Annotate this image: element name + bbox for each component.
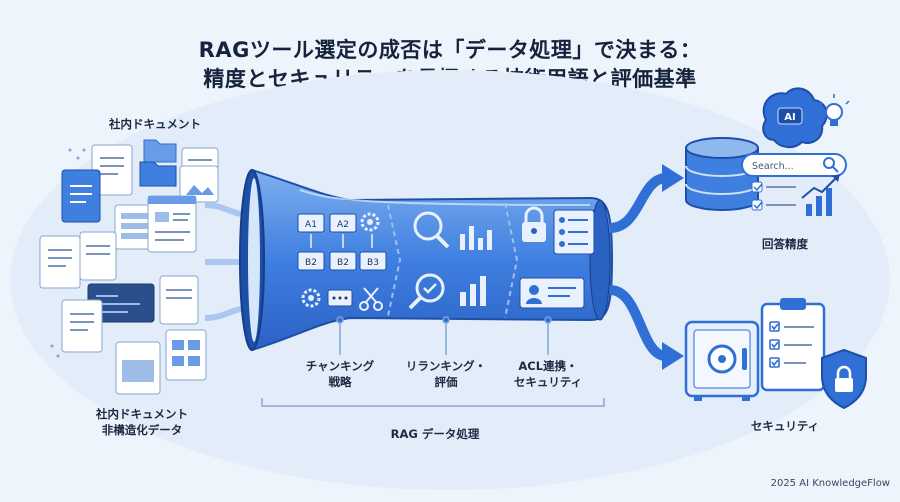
chunk-tag-text: B3	[367, 258, 379, 268]
acl-stage	[519, 206, 595, 309]
shield-lock-icon	[821, 348, 867, 410]
search-placeholder-text: Search...	[752, 161, 794, 172]
docs-label: 社内ドキュメント	[109, 117, 201, 131]
stage-chunking-line-2: 戦略	[328, 375, 352, 389]
unstructured-label-line-1: 社内ドキュメント	[96, 407, 188, 421]
chunk-tile: A1	[297, 213, 325, 233]
magnifier-icon	[413, 211, 450, 249]
ellipsis-icon	[327, 289, 353, 307]
stage-acl-line-1: ACL連携・	[518, 359, 578, 373]
title-line-1: RAGツール選定の成否は「データ処理」で決まる：	[198, 38, 702, 62]
search-icon	[823, 157, 839, 173]
security-label: セキュリティ	[750, 419, 820, 433]
unstructured-label: 社内ドキュメント 非構造化データ	[72, 406, 212, 438]
chunk-tag-text: B2	[305, 258, 317, 268]
chunk-tile: B3	[359, 251, 387, 271]
ai-brain-icon: AI	[762, 87, 828, 148]
image-document-icon	[179, 165, 219, 203]
gear-icon	[360, 212, 380, 232]
stage-acl-label: ACL連携・ セキュリティ	[493, 358, 603, 390]
rag-group-label: RAG データ処理	[390, 427, 480, 441]
user-list-icon	[553, 209, 595, 255]
stage-reranking-line-1: リランキング・	[405, 359, 487, 373]
chunk-tag-text: B2	[337, 258, 349, 268]
lightbulb-icon	[818, 94, 850, 126]
bar-chart-icon	[460, 276, 486, 306]
chunk-tile: A2	[329, 213, 357, 233]
document-cluster	[39, 139, 219, 395]
stage-connectors	[336, 316, 552, 355]
output-arrows	[609, 164, 684, 370]
chunking-stage: A1 A2 B2 B2 B3	[297, 212, 387, 311]
document-blue-icon	[61, 169, 101, 223]
bar-chart-icon	[460, 226, 492, 250]
search-bar: Search...	[741, 153, 847, 177]
stage-reranking-line-2: 評価	[434, 375, 458, 389]
ai-badge-text: AI	[784, 112, 795, 123]
growth-chart-icon	[801, 174, 840, 216]
accuracy-label: 回答精度	[762, 237, 808, 251]
stage-chunking-line-1: チャンキング	[305, 359, 375, 373]
magnifier-check-icon	[408, 273, 445, 310]
stage-chunking-label: チャンキング 戦略	[285, 358, 395, 390]
clipboard-icon	[760, 298, 826, 392]
image-document-icon	[115, 341, 161, 395]
dots-decoration	[50, 148, 86, 358]
safe-icon	[684, 320, 760, 401]
stage-reranking-label: リランキング・ 評価	[391, 358, 501, 390]
document-icon	[79, 231, 117, 281]
stage-acl-line-2: セキュリティ	[513, 375, 583, 389]
folder-icon	[139, 161, 177, 187]
grid-document-icon	[165, 329, 207, 381]
id-card-icon	[519, 277, 585, 309]
group-bracket	[261, 398, 605, 407]
unstructured-label-line-2: 非構造化データ	[101, 423, 183, 437]
chunk-tag-text: A1	[305, 220, 317, 230]
code-window-icon	[147, 195, 197, 253]
down-arrows	[310, 234, 373, 248]
lock-icon	[522, 206, 546, 242]
reranking-stage	[408, 211, 492, 310]
document-icon	[61, 299, 103, 353]
checklist-icon	[751, 181, 796, 211]
document-icon	[39, 235, 81, 289]
gear-icon	[301, 288, 321, 308]
document-icon	[159, 275, 199, 325]
footer-credit: 2025 AI KnowledgeFlow	[770, 478, 890, 489]
scissors-icon	[359, 287, 383, 311]
chunk-tile: B2	[297, 251, 325, 271]
chunk-tile: B2	[329, 251, 357, 271]
chunk-tag-text: A2	[337, 220, 349, 230]
